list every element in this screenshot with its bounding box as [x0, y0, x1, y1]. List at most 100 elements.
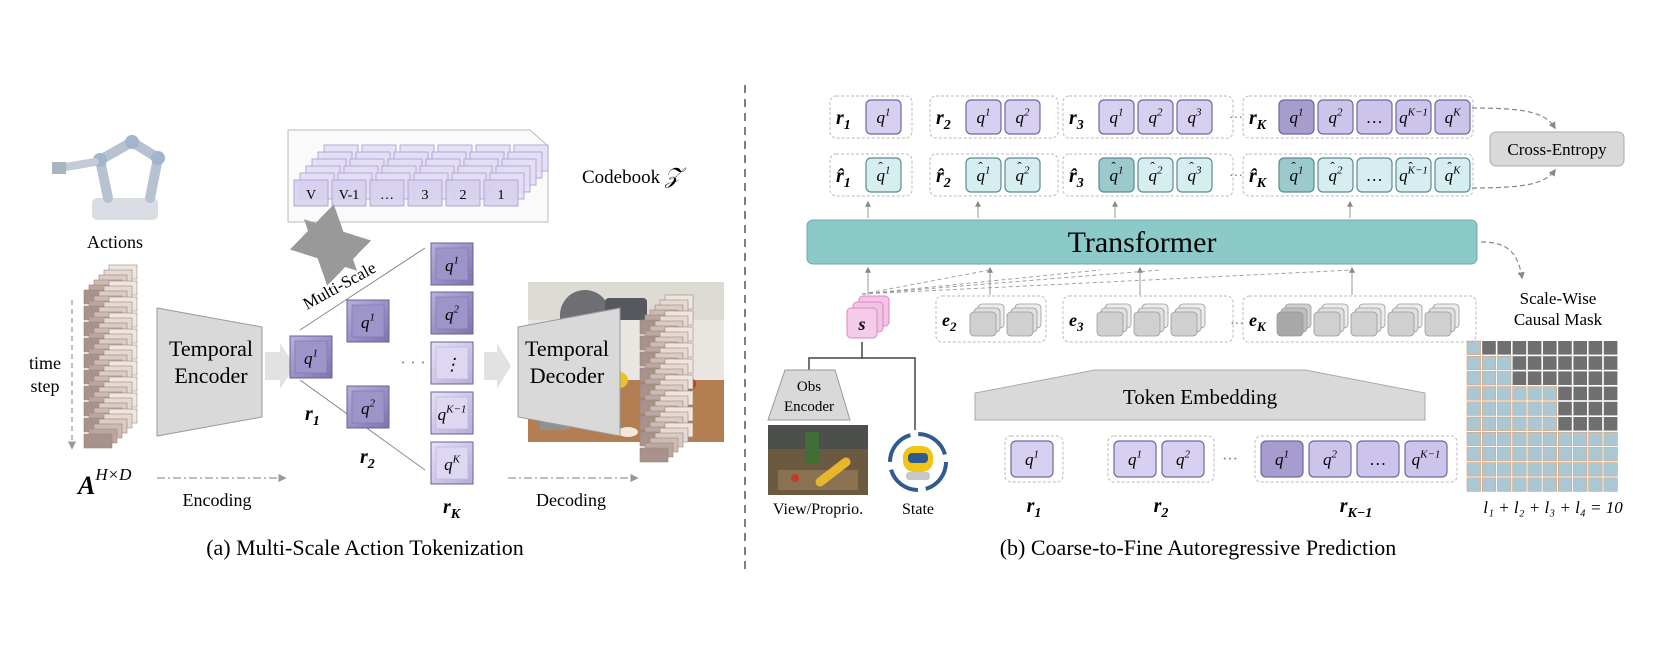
mask-cell: [1481, 386, 1497, 401]
input-scale-label: rK−1: [1340, 495, 1373, 521]
decoder-arrow: [484, 343, 511, 389]
mask-cell: [1481, 371, 1497, 386]
cross-entropy-label: Cross-Entropy: [1507, 140, 1607, 159]
mask-cell: [1588, 462, 1603, 477]
token-q: q1: [346, 299, 390, 343]
mask-cell: [1588, 401, 1603, 416]
token-label: q2: [1176, 448, 1191, 469]
mask-cell: [1481, 477, 1497, 492]
mask-cell: [1512, 431, 1527, 447]
mask-cell: [1588, 356, 1603, 370]
mask-cell: [1558, 401, 1572, 416]
token-box: qK: [1434, 99, 1471, 135]
mask-cell: [1603, 371, 1618, 385]
mask-cell: [1603, 431, 1618, 447]
row-dots: ···: [1229, 111, 1243, 126]
mask-cell: [1512, 477, 1527, 492]
mask-cell: [1527, 477, 1542, 492]
token-box: …: [1356, 99, 1393, 135]
mask-cell: [1558, 417, 1572, 431]
token-label: q1: [304, 347, 318, 368]
mask-cell: [1542, 477, 1557, 492]
token-label: q2: [1323, 448, 1338, 469]
mask-cell: [1497, 386, 1512, 401]
view-proprio-label: View/Proprio.: [773, 501, 863, 518]
mask-cell: [1497, 477, 1512, 492]
token-box: …: [1356, 157, 1393, 193]
encoder-label-2: Encoder: [174, 363, 248, 388]
mask-cell: [1527, 416, 1542, 431]
s-broadcast-lines: [861, 269, 1353, 295]
mask-cell: [1603, 401, 1618, 416]
e-dots: ···: [1230, 317, 1244, 332]
mask-cell: [1497, 371, 1512, 386]
scale-label-r1: r1: [305, 403, 320, 429]
mask-cell: [1588, 386, 1603, 401]
token-label: q1: [1128, 448, 1142, 469]
token-label: q2: [445, 303, 460, 324]
scale-dots: · · ·: [400, 353, 425, 372]
svg-text:ˆ: ˆ: [1189, 159, 1194, 174]
mask-cell: [1481, 401, 1497, 416]
decoding-label: Decoding: [536, 490, 606, 510]
mask-cell: [1527, 341, 1542, 355]
mask-cell: [1557, 462, 1573, 477]
token-label: qK: [1445, 106, 1462, 127]
mask-cell: [1558, 386, 1572, 401]
token-box: q2: [1004, 99, 1041, 135]
mask-cell: [1497, 416, 1512, 431]
token-box: …: [1356, 440, 1400, 478]
token-box: qK−1ˆ: [1395, 157, 1432, 193]
mask-cell: [1573, 371, 1587, 385]
token-label: q2: [1329, 106, 1344, 127]
state-label: State: [902, 501, 934, 518]
mask-cell: [1481, 355, 1497, 371]
mask-cell: [1497, 462, 1512, 477]
mask-cell: [1527, 356, 1542, 370]
token-label: q1: [445, 254, 459, 275]
mask-cell: [1497, 447, 1512, 462]
token-label: q2: [1149, 106, 1164, 127]
mask-title-2: Causal Mask: [1514, 310, 1603, 329]
mask-cell: [1588, 447, 1603, 462]
token-box: q1ˆ: [1278, 157, 1315, 193]
actions-label: Actions: [87, 232, 143, 252]
cross-entropy-box: [1489, 131, 1625, 167]
token-box: q1ˆ: [965, 157, 1002, 193]
mask-cell: [1573, 447, 1588, 462]
decoder-label-2: Decoder: [530, 363, 605, 388]
state-token-s: s: [846, 295, 890, 339]
mask-cell: [1481, 447, 1497, 462]
mask-cell: [1573, 386, 1587, 401]
token-box: q2ˆ: [1317, 157, 1354, 193]
mask-cell: [1588, 341, 1603, 355]
token-box: q3: [1176, 99, 1213, 135]
token-box: q2ˆ: [1004, 157, 1041, 193]
mask-cell: [1481, 431, 1497, 447]
mask-cell: [1497, 341, 1511, 355]
mask-cell: [1588, 371, 1603, 385]
mask-cell: [1603, 417, 1618, 431]
token-box: q1: [1278, 99, 1315, 135]
token-label: qK−1: [1399, 164, 1428, 185]
mask-cell: [1512, 462, 1527, 477]
s-label: s: [857, 314, 865, 334]
mask-cell: [1573, 462, 1588, 477]
mask-cell: [1573, 477, 1588, 492]
svg-text:ˆ: ˆ: [1330, 159, 1335, 174]
svg-text:ˆ: ˆ: [1111, 159, 1116, 174]
codebook-lookup-arrow: [289, 204, 372, 286]
mask-cell: [1573, 401, 1587, 416]
token-box: q1: [965, 99, 1002, 135]
mask-cell: [1512, 447, 1527, 462]
mask-cell: [1466, 401, 1481, 416]
matrix-label: AH×D: [76, 465, 132, 500]
step-label: step: [31, 376, 60, 396]
codebook-entry: 1: [498, 188, 505, 203]
input-scale-label: r1: [1027, 495, 1042, 521]
